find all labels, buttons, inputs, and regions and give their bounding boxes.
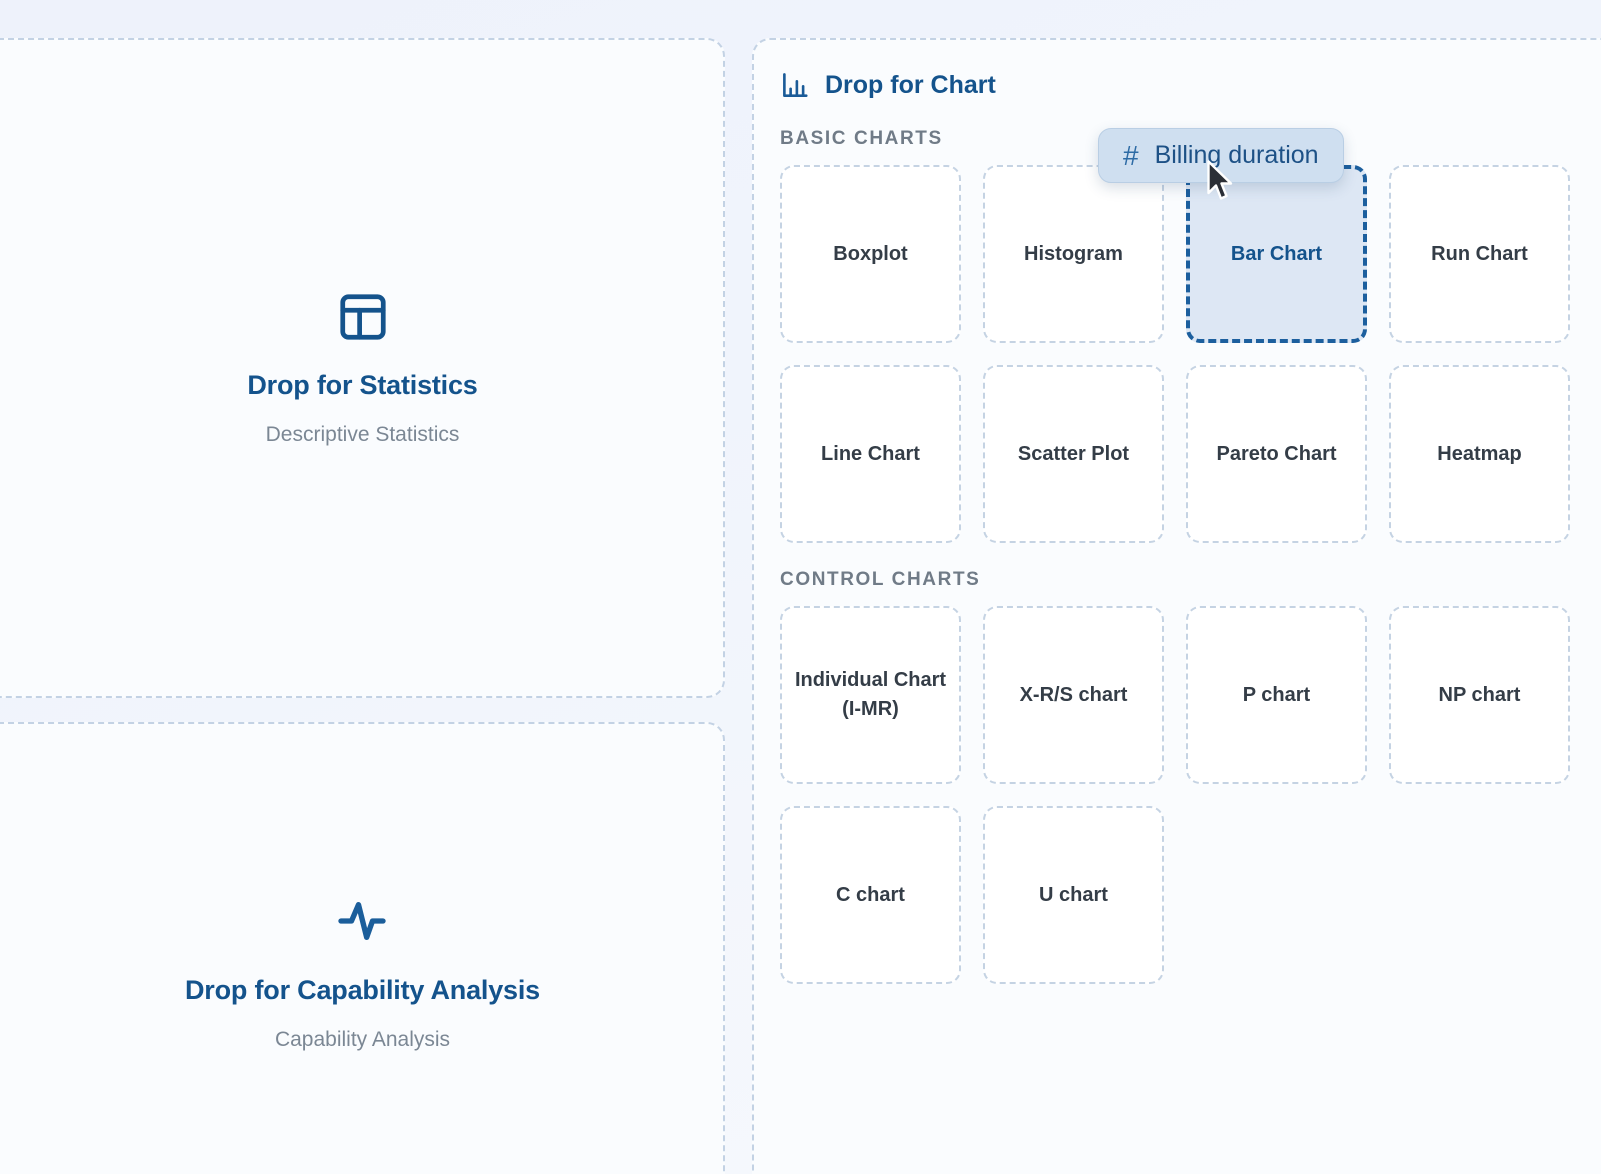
chart-tile-pareto-chart[interactable]: Pareto Chart [1186, 365, 1367, 543]
drop-panel-capability-content: Drop for Capability Analysis Capability … [185, 893, 540, 1052]
basic-charts-grid: Boxplot Histogram Bar Chart Run Chart Li… [780, 165, 1601, 543]
chart-tile-boxplot[interactable]: Boxplot [780, 165, 961, 343]
drop-panel-chart[interactable]: Drop for Chart BASIC CHARTS Boxplot Hist… [752, 38, 1601, 1174]
chart-tile-p-chart[interactable]: P chart [1186, 606, 1367, 784]
section-label-basic-charts: BASIC CHARTS [780, 128, 943, 149]
drop-panel-capability-subtitle: Capability Analysis [274, 1027, 451, 1051]
chart-panel-header: Drop for Chart [780, 70, 1601, 100]
chart-tile-np-chart[interactable]: NP chart [1389, 606, 1570, 784]
drop-panel-statistics[interactable]: Drop for Statistics Descriptive Statisti… [0, 38, 725, 698]
drag-chip-billing-duration[interactable]: # Billing duration [1098, 128, 1344, 183]
hash-icon: # [1123, 139, 1139, 171]
drag-chip-label: Billing duration [1154, 141, 1319, 169]
chart-tile-heatmap[interactable]: Heatmap [1389, 365, 1570, 543]
drop-panel-capability-title: Drop for Capability Analysis [185, 974, 540, 1005]
chart-tile-scatter-plot[interactable]: Scatter Plot [983, 365, 1164, 543]
drop-panel-statistics-content: Drop for Statistics Descriptive Statisti… [247, 290, 478, 447]
table-layout-icon [336, 290, 390, 344]
chart-tile-c-chart[interactable]: C chart [780, 806, 961, 984]
control-charts-grid: Individual Chart (I-MR) X-R/S chart P ch… [780, 606, 1601, 984]
bar-chart-icon [780, 70, 810, 100]
activity-pulse-icon [334, 893, 390, 949]
drop-panel-capability-analysis[interactable]: Drop for Capability Analysis Capability … [0, 722, 725, 1174]
chart-tile-run-chart[interactable]: Run Chart [1389, 165, 1570, 343]
chart-tile-histogram[interactable]: Histogram [983, 165, 1164, 343]
chart-tile-bar-chart[interactable]: Bar Chart [1186, 165, 1367, 343]
drop-panel-statistics-title: Drop for Statistics [247, 369, 478, 400]
chart-tile-x-r-s-chart[interactable]: X-R/S chart [983, 606, 1164, 784]
drop-panel-statistics-subtitle: Descriptive Statistics [265, 422, 460, 446]
chart-tile-line-chart[interactable]: Line Chart [780, 365, 961, 543]
section-label-control-charts: CONTROL CHARTS [780, 569, 981, 590]
chart-tile-u-chart[interactable]: U chart [983, 806, 1164, 984]
chart-panel-title: Drop for Chart [825, 70, 996, 99]
chart-tile-individual-chart-imr[interactable]: Individual Chart (I-MR) [780, 606, 961, 784]
